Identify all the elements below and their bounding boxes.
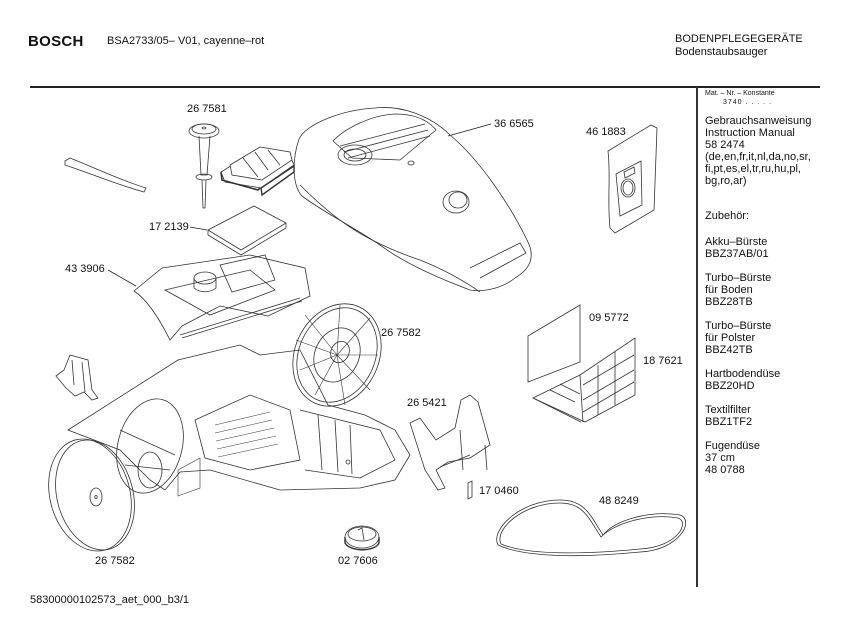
part-number-label: 26 5421 (407, 397, 447, 409)
accessory-name: Turbo–Bürste (705, 272, 772, 284)
part-027606-ring (345, 526, 379, 550)
accessory-item: Turbo–Bürste für Polster BBZ42TB (705, 320, 845, 356)
part-number-label: 26 7582 (381, 327, 421, 339)
manual-languages: bg,ro,ar) (705, 175, 747, 187)
part-number-label: 17 0460 (479, 485, 519, 497)
part-366565-cover (294, 107, 531, 292)
accessory-item: Akku–Bürste BBZ37AB/01 (705, 236, 845, 260)
accessory-name: Hartbodendüse (705, 368, 781, 380)
small-bracket (56, 355, 98, 400)
category-sub: Bodenstaubsauger (675, 46, 768, 58)
part-267582-wheel-front (37, 430, 147, 561)
manual-languages: fi,pt,es,el,tr,ru,hu,pl, (705, 163, 801, 175)
leader-lines (108, 124, 491, 286)
accessory-name: Akku–Bürste (705, 236, 768, 248)
vacuum-chassis (68, 345, 410, 496)
part-number-label: 48 8249 (599, 495, 639, 507)
accessories-heading: Zubehör: (705, 210, 750, 222)
part-187621-filter-grid (533, 338, 635, 422)
part-267581-knob (189, 124, 219, 208)
part-number-label: 26 7581 (187, 103, 227, 115)
wheel-hub (107, 391, 194, 500)
part-433906-housing-top (134, 255, 310, 340)
material-number-value: 3740 . . . . . (723, 99, 773, 106)
manual-title-en: Instruction Manual (705, 127, 795, 139)
accessory-code: BBZ1TF2 (705, 416, 753, 428)
accessory-detail: für Boden (705, 284, 753, 296)
part-number-label: 46 1883 (586, 126, 626, 138)
header-divider (30, 86, 820, 88)
leader-line (448, 124, 491, 136)
accessory-code: BBZ28TB (705, 296, 753, 308)
part-number-label: 26 7582 (95, 555, 135, 567)
material-number-label: Mat. – Nr. – Konstante (705, 90, 775, 97)
part-461883-dust-bag (608, 125, 657, 233)
part-number-label: 09 5772 (589, 312, 629, 324)
part-488249-seal (497, 500, 686, 556)
part-095772-filter-sheet (528, 305, 580, 382)
accessory-item: Hartbodendüse BBZ20HD (705, 368, 845, 392)
part-number-label: 18 7621 (643, 355, 683, 367)
accessory-detail: für Polster (705, 332, 756, 344)
leader-line (190, 227, 207, 230)
accessory-item: Fugendüse 37 cm 48 0788 (705, 440, 845, 476)
accessory-code: BBZ37AB/01 (705, 248, 769, 260)
accessory-name: Fugendüse (705, 440, 761, 452)
part-267582-wheel-rear (277, 289, 398, 421)
accessory-code: BBZ20HD (705, 380, 755, 392)
manual-number: 58 2474 (705, 139, 745, 151)
accessory-code: 48 0788 (705, 464, 745, 476)
manual-title: Gebrauchsanweisung (705, 115, 812, 127)
sidebar: Mat. – Nr. – Konstante 3740 . . . . . Ge… (705, 89, 845, 476)
part-265421-bracket (410, 395, 490, 490)
part-number-label: 36 6565 (494, 118, 534, 130)
part-172139-filter-pad (208, 206, 286, 255)
part-number-label: 17 2139 (149, 221, 189, 233)
part-number-label: 43 3906 (65, 263, 105, 275)
leader-line (108, 270, 136, 286)
part-170460-pad (468, 481, 472, 499)
category-heading: BODENPFLEGEGERÄTE Bodenstaubsauger (675, 33, 803, 59)
accessory-item: Turbo–Bürste für Boden BBZ28TB (705, 272, 845, 308)
manual-languages: (de,en,fr,it,nl,da,no,sr, (705, 151, 811, 163)
accessory-code: BBZ42TB (705, 344, 753, 356)
category-main: BODENPFLEGEGERÄTE (675, 33, 803, 45)
brand-logo: BOSCH (28, 33, 84, 50)
part-number-label: 02 7606 (338, 555, 378, 567)
model-title: BSA2733/05– V01, cayenne–rot (107, 35, 265, 47)
accessory-item: Textilfilter BBZ1TF2 (705, 404, 845, 428)
instruction-manual-block: Gebrauchsanweisung Instruction Manual 58… (705, 115, 845, 187)
document-id: 58300000102573_aet_000_b3/1 (30, 594, 190, 606)
accessory-detail: 37 cm (705, 452, 735, 464)
seal-strip (65, 158, 146, 192)
filter-holder (221, 147, 294, 195)
sidebar-divider (696, 87, 698, 587)
accessory-name: Textilfilter (705, 404, 751, 416)
accessory-name: Turbo–Bürste (705, 320, 772, 332)
material-number-block: Mat. – Nr. – Konstante 3740 . . . . . (705, 89, 845, 107)
